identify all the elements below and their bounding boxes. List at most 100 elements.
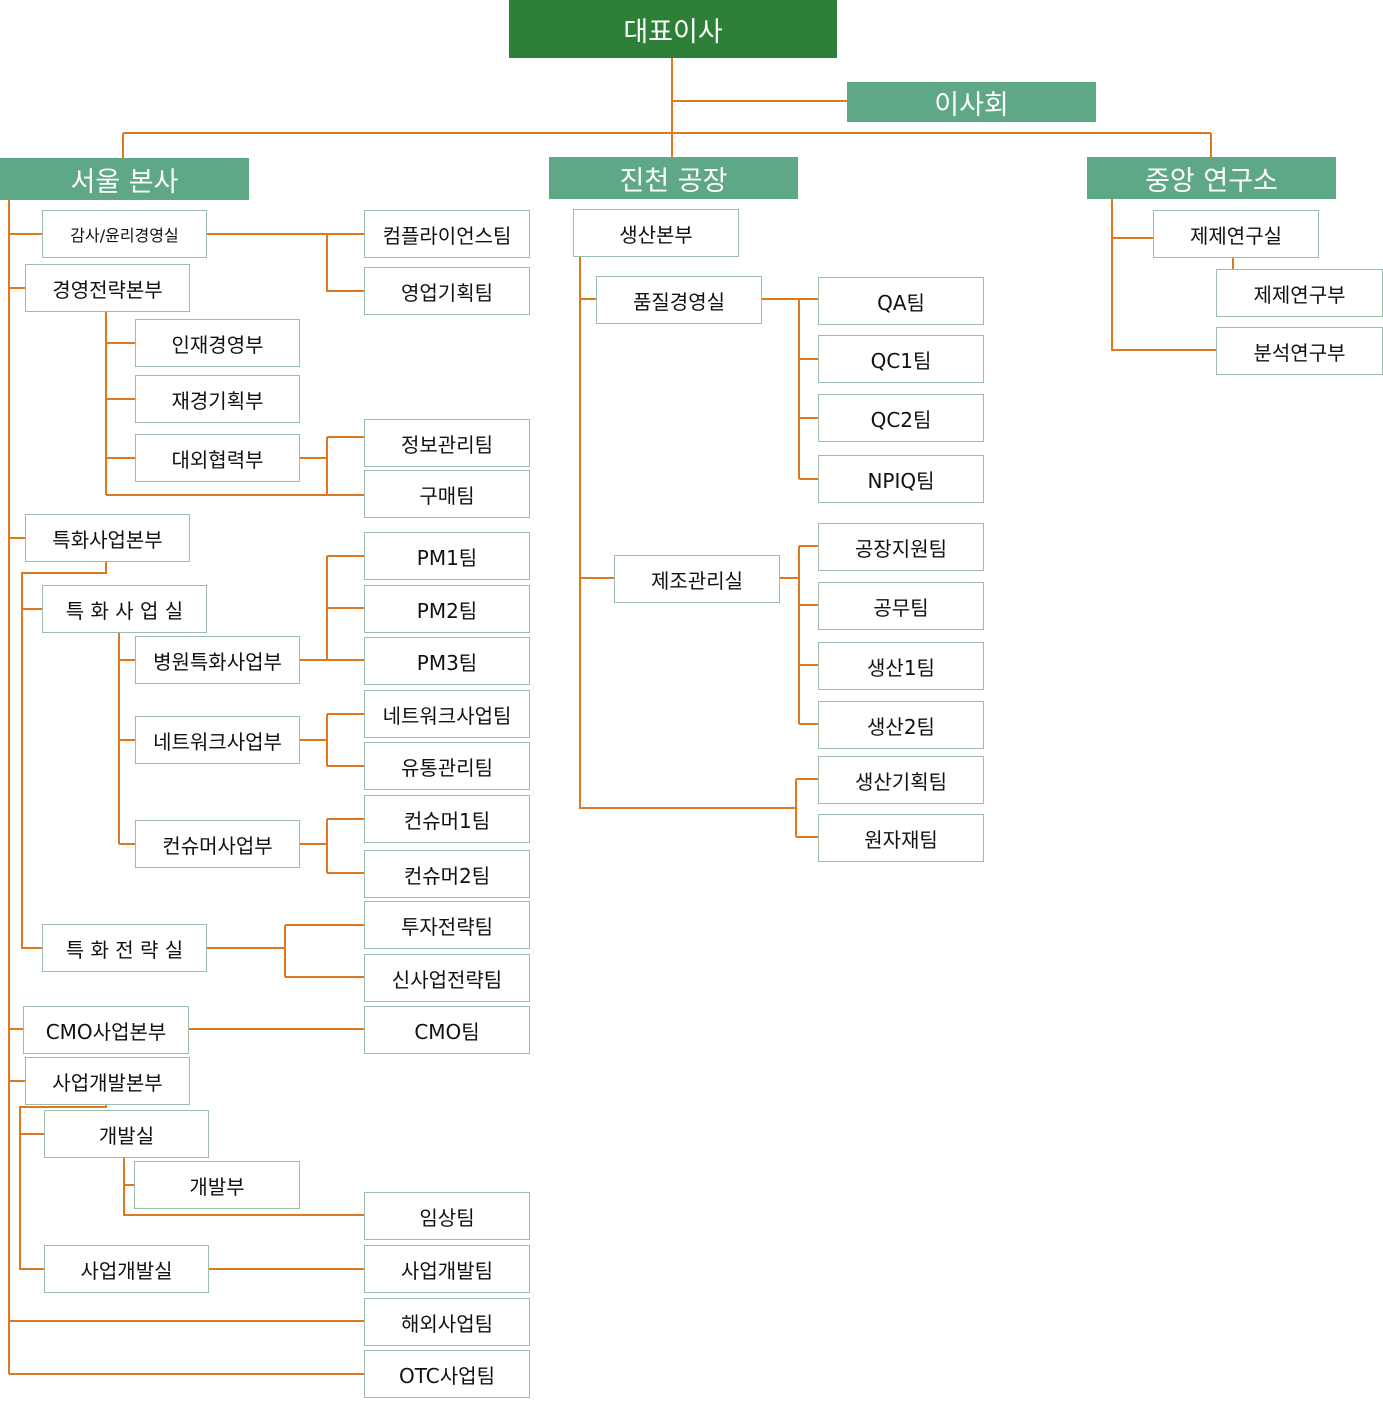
business-development-office: 사업개발실 [44,1245,209,1293]
node-label: PM3팀 [416,650,478,675]
node-label: 경영전략본부 [52,277,163,302]
node-label: 개발실 [98,1123,155,1148]
quality-management-office: 품질경영실 [596,276,762,324]
node-label: 네트워크사업팀 [382,703,512,728]
clinical-team: 임상팀 [364,1192,530,1240]
pm2-team: PM2팀 [364,585,530,633]
network-business-dept: 네트워크사업부 [135,716,300,764]
node-label: 컴플라이언스팀 [382,223,512,248]
node-label: 해외사업팀 [401,1311,493,1336]
node-label: QC1팀 [870,348,932,373]
node-label: 제제연구부 [1253,282,1346,307]
node-label: 임상팀 [419,1205,475,1230]
analysis-research-dept: 분석연구부 [1216,327,1383,375]
external-affairs-dept: 대외협력부 [135,434,300,482]
node-label: 생산1팀 [867,655,935,680]
production1-team: 생산1팀 [818,642,984,690]
node-label: OTC사업팀 [399,1363,495,1388]
node-label: 사업개발팀 [401,1258,493,1283]
node-label: 유통관리팀 [401,755,493,780]
new-business-strategy-team: 신사업전략팀 [364,954,530,1002]
node-label: 컨슈머2팀 [403,863,491,888]
jincheon-plant-label: 진천 공장 [619,165,728,197]
pm1-team: PM1팀 [364,532,530,580]
plant-support-team: 공장지원팀 [818,523,984,571]
node-label: 사업개발본부 [52,1070,163,1095]
specialized-business-office: 특 화 사 업 실 [42,585,207,633]
finance-planning-dept: 재경기획부 [135,375,300,423]
business-development-hq: 사업개발본부 [25,1057,190,1105]
jincheon-plant-header: 진천 공장 [549,157,798,199]
qc1-team: QC1팀 [818,335,984,383]
node-label: 감사/윤리경영실 [70,226,179,245]
qa-team: QA팀 [818,277,984,325]
node-label: 사업개발실 [80,1258,173,1283]
node-label: 특 화 사 업 실 [65,598,184,623]
node-label: 영업기획팀 [401,280,493,305]
pm3-team: PM3팀 [364,637,530,685]
node-label: 제조관리실 [651,568,743,593]
development-dept: 개발부 [134,1161,300,1209]
seoul-hq-label: 서울 본사 [70,166,179,198]
node-label: 병원특화사업부 [153,649,282,674]
node-label: 대외협력부 [171,447,264,472]
qc2-team: QC2팀 [818,394,984,442]
node-label: QC2팀 [870,407,932,432]
node-label: PM2팀 [416,598,478,623]
development-office: 개발실 [44,1110,209,1158]
production2-team: 생산2팀 [818,701,984,749]
node-label: QA팀 [877,290,925,315]
manufacturing-management-office: 제조관리실 [614,555,780,603]
business-development-team: 사업개발팀 [364,1245,530,1293]
raw-materials-team: 원자재팀 [818,814,984,862]
node-label: 생산기획팀 [855,769,947,794]
node-label: 네트워크사업부 [153,729,282,754]
ceo-box: 대표이사 [509,0,837,58]
formulation-research-office: 제제연구실 [1153,210,1319,258]
formulation-research-dept: 제제연구부 [1216,269,1383,317]
ceo-label: 대표이사 [623,16,723,48]
central-lab-label: 중앙 연구소 [1145,165,1278,197]
specialized-strategy-office: 특 화 전 략 실 [42,924,207,972]
node-label: 생산2팀 [867,714,935,739]
network-business-team: 네트워크사업팀 [364,690,530,738]
production-planning-team: 생산기획팀 [818,756,984,804]
node-label: 공장지원팀 [855,536,947,561]
consumer2-team: 컨슈머2팀 [364,850,530,898]
node-label: 컨슈머사업부 [162,833,273,858]
node-label: PM1팀 [416,545,478,570]
hospital-business-dept: 병원특화사업부 [135,636,300,684]
board-label: 이사회 [934,89,1009,121]
facilities-team: 공무팀 [818,582,984,630]
node-label: CMO사업본부 [45,1019,167,1044]
node-label: 생산본부 [619,222,693,247]
audit-ethics-office: 감사/윤리경영실 [42,210,207,258]
node-label: 투자전략팀 [401,914,493,939]
seoul-hq-header: 서울 본사 [0,158,249,200]
cmo-business-hq: CMO사업본부 [23,1006,189,1054]
node-label: 공무팀 [873,595,929,620]
purchasing-team: 구매팀 [364,470,530,518]
node-label: CMO팀 [414,1019,480,1044]
node-label: 품질경영실 [633,289,725,314]
node-label: 원자재팀 [864,827,938,852]
consumer-business-dept: 컨슈머사업부 [135,820,300,868]
node-label: 구매팀 [419,483,475,508]
management-strategy-hq: 경영전략본부 [25,264,190,312]
node-label: 신사업전략팀 [391,967,503,992]
compliance-team: 컴플라이언스팀 [364,210,530,258]
cmo-team: CMO팀 [364,1006,530,1054]
node-label: NPIQ팀 [867,468,935,493]
node-label: 재경기획부 [171,388,264,413]
production-hq: 생산본부 [573,209,739,257]
hr-management-dept: 인재경영부 [135,319,300,367]
investment-strategy-team: 투자전략팀 [364,901,530,949]
node-label: 특화사업본부 [52,527,163,552]
npiq-team: NPIQ팀 [818,455,984,503]
info-management-team: 정보관리팀 [364,419,530,467]
otc-business-team: OTC사업팀 [364,1350,530,1398]
specialized-business-hq: 특화사업본부 [25,514,190,562]
sales-planning-team: 영업기획팀 [364,267,530,315]
consumer1-team: 컨슈머1팀 [364,795,530,843]
